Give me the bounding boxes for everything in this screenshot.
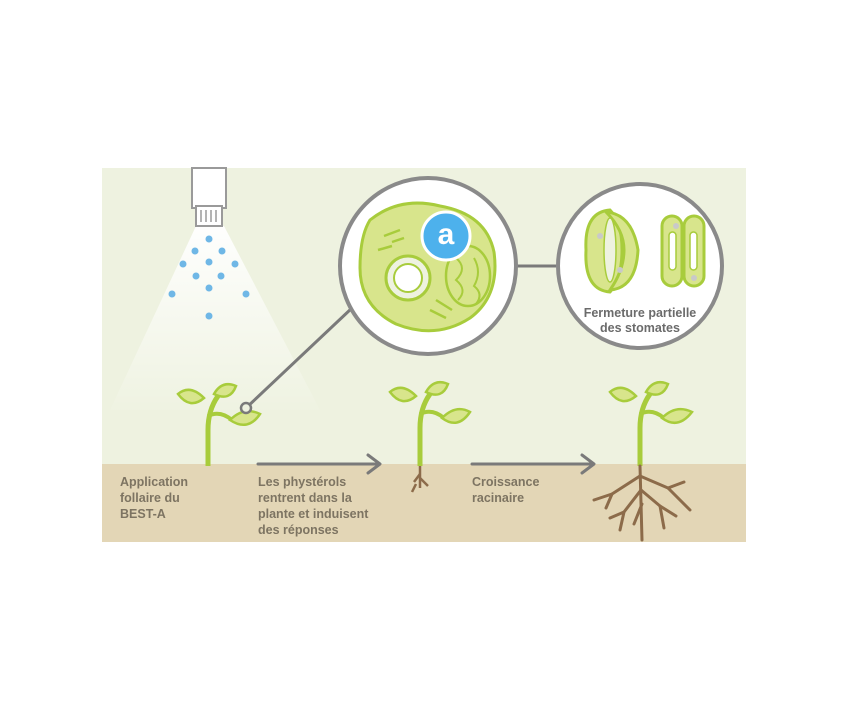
step-3-label: Croissance racinaire <box>472 475 540 505</box>
plant-icon <box>388 381 472 493</box>
droplet <box>205 258 213 266</box>
plant-icon <box>592 381 694 542</box>
step-2-label: Les phystérols rentrent dans la plante e… <box>258 475 369 537</box>
droplet <box>192 272 200 280</box>
spray-droplets <box>168 235 250 320</box>
cell-badge-letter: a <box>437 218 455 251</box>
droplet <box>205 312 213 320</box>
roots-small <box>410 466 429 493</box>
droplet <box>242 290 250 298</box>
step-1-label: Application follaire du BEST-A <box>120 475 189 521</box>
droplet <box>205 284 213 292</box>
droplet <box>231 260 239 268</box>
cell-icon <box>338 176 518 356</box>
roots-large <box>592 464 692 542</box>
droplet <box>179 260 187 268</box>
arrow-icon <box>256 453 382 475</box>
droplet <box>191 247 199 255</box>
droplet <box>168 290 176 298</box>
droplet <box>205 235 213 243</box>
sprayer-icon <box>191 167 227 227</box>
droplet <box>218 247 226 255</box>
stomata-icon <box>556 182 724 350</box>
arrow-icon <box>470 453 596 475</box>
droplet <box>217 272 225 280</box>
badge-circle <box>420 210 472 262</box>
plant-icon <box>176 383 262 466</box>
spray-cone <box>110 226 320 410</box>
stomata-label: Fermeture partielle des stomates <box>583 306 697 335</box>
cell-callout-line <box>244 306 354 410</box>
